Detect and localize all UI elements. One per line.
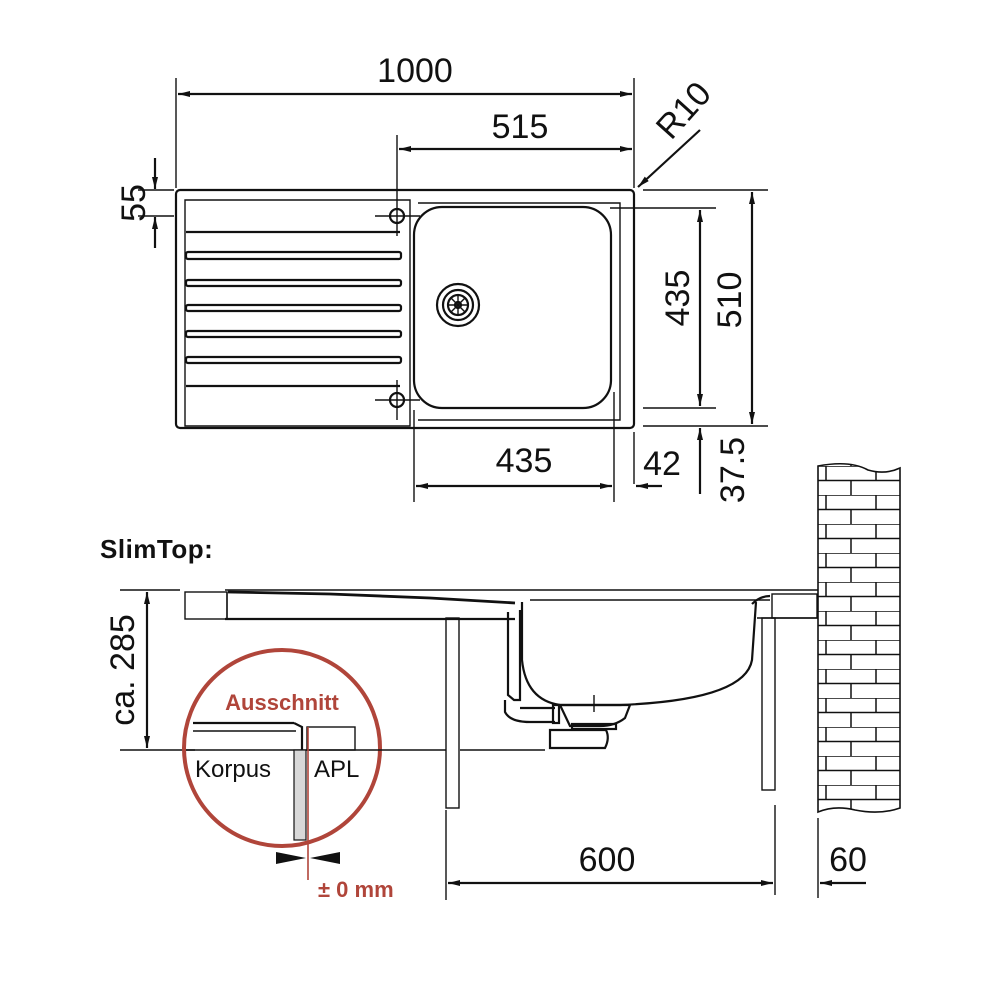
detail-circle <box>182 648 382 848</box>
tolerance-label: ± 0 mm <box>318 877 394 902</box>
drainer-grooves <box>184 250 403 388</box>
dim-total-depth: 510 <box>711 272 749 329</box>
brick-wall <box>817 462 901 814</box>
section-title: SlimTop: <box>100 534 213 564</box>
label-korpus: Korpus <box>195 756 271 783</box>
dim-bowl-depth: 435 <box>659 270 697 327</box>
dim-bowl-offset: 515 <box>492 108 549 146</box>
worktop-left <box>184 591 228 620</box>
cutout-detail: Ausschnitt Korpus APL ± 0 mm <box>182 648 446 902</box>
dim-tap-hole-offset: 55 <box>115 184 153 222</box>
dim-radius: R10 <box>649 75 719 147</box>
label-apl: APL <box>314 756 359 783</box>
bowl-outline <box>412 205 613 410</box>
detail-title: Ausschnitt <box>225 690 339 715</box>
drainer-outline <box>184 199 411 427</box>
cabinet-panel-left <box>445 617 460 809</box>
worktop-right <box>771 593 818 619</box>
bowl-section <box>520 601 758 707</box>
drain-icon <box>435 282 481 328</box>
overflow-pipe <box>506 610 522 702</box>
dim-cabinet-width: 600 <box>579 841 636 879</box>
dim-bowl-width: 435 <box>496 442 553 480</box>
overflow-hole-icon <box>375 380 420 420</box>
drain-waste <box>558 703 632 728</box>
section-view: SlimTop: ca. 285 <box>100 462 901 900</box>
sink-outline <box>174 188 636 430</box>
dim-rim-front: 37.5 <box>714 437 752 503</box>
dim-wall-gap: 60 <box>829 841 867 879</box>
dim-total-width: 1000 <box>377 52 453 90</box>
top-view: 1000 515 R10 55 435 510 37.5 435 <box>115 52 768 503</box>
dim-rim-right: 42 <box>643 445 681 483</box>
dim-height: ca. 285 <box>104 614 142 726</box>
tap-hole-icon <box>375 198 420 236</box>
cabinet-panel-right <box>761 617 776 791</box>
